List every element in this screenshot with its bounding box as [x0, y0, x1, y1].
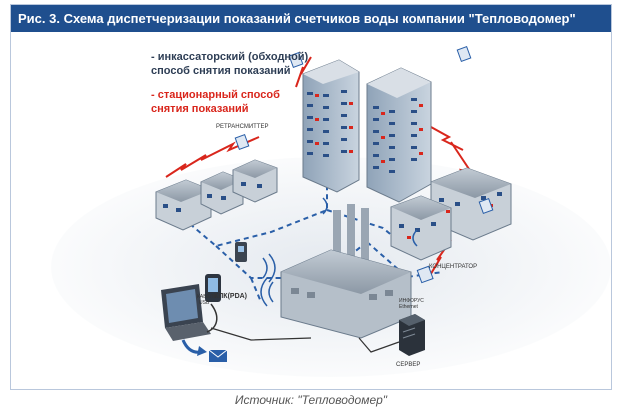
label-server: СЕРВЕР [396, 362, 420, 368]
figure-frame: Рис. 3. Схема диспетчеризации показаний … [10, 4, 612, 390]
laptop [161, 284, 211, 341]
server [399, 314, 425, 356]
dispatch-diagram: - инкассаторский (обходной) способ сняти… [51, 46, 611, 377]
tower-left [302, 59, 360, 193]
data-cable [210, 327, 312, 341]
legend-manual-line1: - инкассаторский (обходной) [151, 51, 309, 63]
label-ethernet-line1: ИНФОРУС [399, 298, 424, 304]
figure-title: Рис. 3. Схема диспетчеризации показаний … [11, 5, 611, 32]
wifi-waves-icon [260, 197, 418, 307]
building-right [390, 167, 512, 261]
radio-nodes [234, 46, 494, 284]
send-arrowhead [197, 346, 207, 356]
legend-stationary-line1: - стационарный способ [151, 89, 280, 101]
handheld-reader [235, 242, 247, 262]
label-concentrator: КОНЦЕНТРАТОР [429, 264, 477, 270]
legend-manual-line2: способ снятия показаний [151, 65, 291, 77]
email-icon [208, 349, 228, 362]
factory [280, 204, 412, 339]
cottages-left [155, 159, 278, 231]
label-retransmitter: РЕТРАНСМИТТЕР [216, 124, 269, 130]
label-usb-cable-line1: КАБЕЛЬ [197, 294, 217, 300]
ethernet-cable [358, 337, 400, 353]
label-pda: КПК(PDA) [214, 293, 247, 300]
pda-device [205, 274, 221, 302]
legend-stationary-line2: снятия показаний [151, 103, 249, 115]
label-ethernet-line2: Ethernet [399, 304, 419, 310]
tower-right [366, 67, 432, 203]
figure-source-caption: Источник: "Тепловодомер" [234, 393, 388, 407]
label-usb-cable-line2: USB [199, 300, 210, 306]
usb-cable [206, 303, 218, 333]
